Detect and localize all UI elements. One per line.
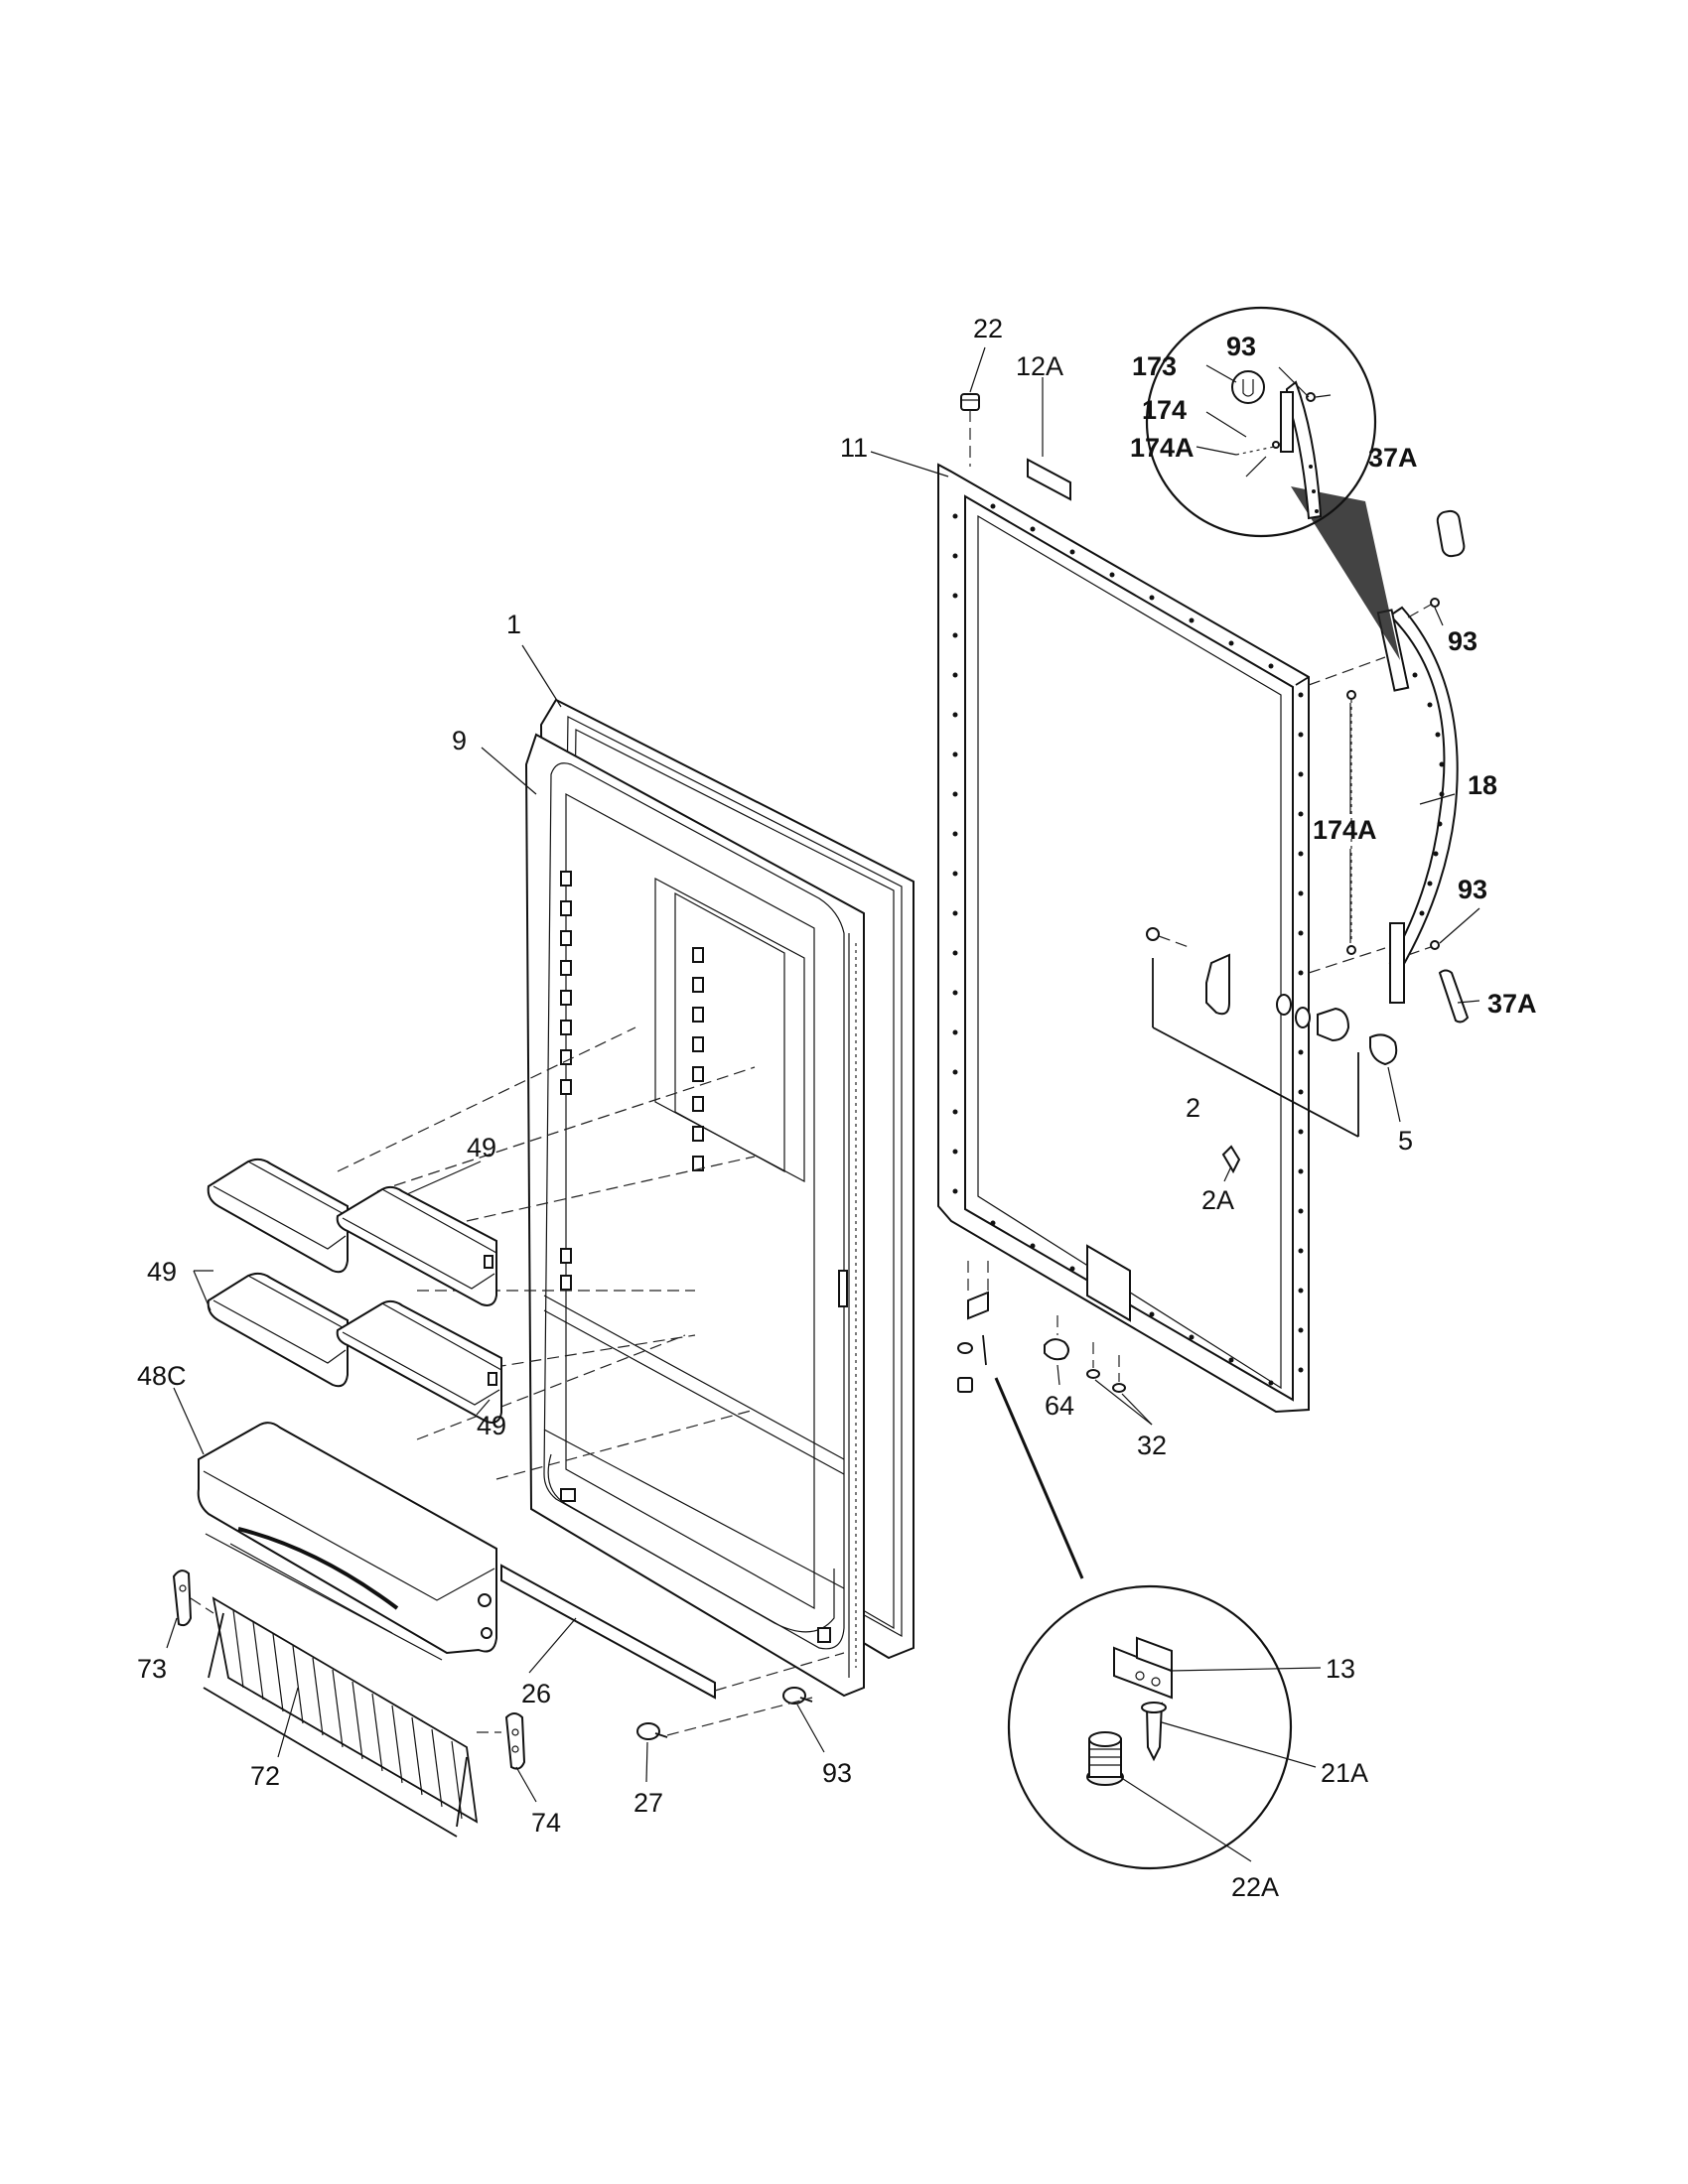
label-2A: 2A <box>1201 1185 1234 1215</box>
wire-rack <box>203 1596 479 1838</box>
hinge-bottom-detail-inset <box>1007 1584 1293 1870</box>
end-cap-37A-right <box>1438 969 1470 1024</box>
label-37A-right: 37A <box>1487 989 1537 1019</box>
label-27: 27 <box>633 1788 663 1818</box>
label-93-upper: 93 <box>1448 626 1477 656</box>
label-5: 5 <box>1398 1126 1413 1156</box>
label-32: 32 <box>1137 1431 1167 1460</box>
screw-22-top <box>960 393 980 467</box>
label-26: 26 <box>521 1679 551 1708</box>
label-72: 72 <box>250 1761 280 1791</box>
label-22-top: 22 <box>973 314 1003 343</box>
label-48C: 48C <box>137 1361 187 1391</box>
screw-27 <box>636 1722 668 1740</box>
label-37A-top: 37A <box>1368 443 1418 473</box>
large-door-bin <box>197 1422 497 1661</box>
door-bin-upper-right <box>336 1185 497 1306</box>
label-11: 11 <box>840 433 868 463</box>
door-bin-upper-left <box>207 1158 349 1274</box>
label-93-mid: 93 <box>1458 875 1487 904</box>
end-cap-37A-top <box>1436 509 1466 558</box>
outer-door-panel <box>937 458 1310 1414</box>
bin-alignment-lines <box>337 1026 756 1480</box>
label-9: 9 <box>452 726 467 755</box>
label-74: 74 <box>531 1808 561 1838</box>
door-handle <box>1308 606 1459 1004</box>
panel-bottom-slot <box>1086 1244 1131 1322</box>
label-18: 18 <box>1468 770 1497 800</box>
label-174A-inset: 174A <box>1130 433 1195 463</box>
label-173: 173 <box>1132 351 1177 381</box>
panel-holes <box>952 503 1304 1386</box>
handle-screws <box>1346 598 1440 956</box>
door-bin-lower-left <box>207 1272 349 1388</box>
callout-labels: 1 9 11 12A 22 93 173 174 174A 37A 93 18 … <box>137 314 1537 1902</box>
label-93-inset: 93 <box>1226 332 1256 361</box>
label-1: 1 <box>506 610 521 639</box>
label-49-bottom: 49 <box>477 1411 506 1440</box>
label-2: 2 <box>1186 1093 1200 1123</box>
label-plate <box>1027 458 1071 501</box>
door-catch-bracket <box>1146 927 1230 1016</box>
bottom-hinge-parts <box>957 1261 989 1393</box>
liner-clips <box>560 871 848 1643</box>
inset-pointer <box>1291 486 1400 660</box>
rack-end-cap-left <box>172 1570 193 1627</box>
grommet-22A <box>1086 1731 1124 1786</box>
hinge-detail-inset <box>1145 306 1377 538</box>
screw-93-bottom <box>782 1687 813 1705</box>
label-49-left: 49 <box>147 1257 177 1287</box>
trim-strip <box>500 1564 845 1700</box>
label-73: 73 <box>137 1654 167 1684</box>
label-13: 13 <box>1326 1654 1355 1684</box>
label-21A: 21A <box>1321 1758 1368 1788</box>
label-174A: 174A <box>1313 815 1377 845</box>
clip-2A <box>1221 1145 1241 1174</box>
door-bin-lower-right <box>336 1299 502 1424</box>
label-64: 64 <box>1045 1391 1074 1421</box>
label-174: 174 <box>1142 395 1187 425</box>
label-12A: 12A <box>1016 351 1063 381</box>
label-22A: 22A <box>1231 1872 1279 1902</box>
rack-end-cap-right <box>504 1712 526 1770</box>
leader-lines <box>166 346 1480 1862</box>
label-49-top: 49 <box>467 1133 496 1162</box>
lock-assembly <box>1276 994 1398 1066</box>
door-liner <box>524 733 865 1698</box>
washer-64 <box>1044 1315 1069 1361</box>
washers-32 <box>1086 1342 1126 1393</box>
label-93-bottom: 93 <box>822 1758 852 1788</box>
